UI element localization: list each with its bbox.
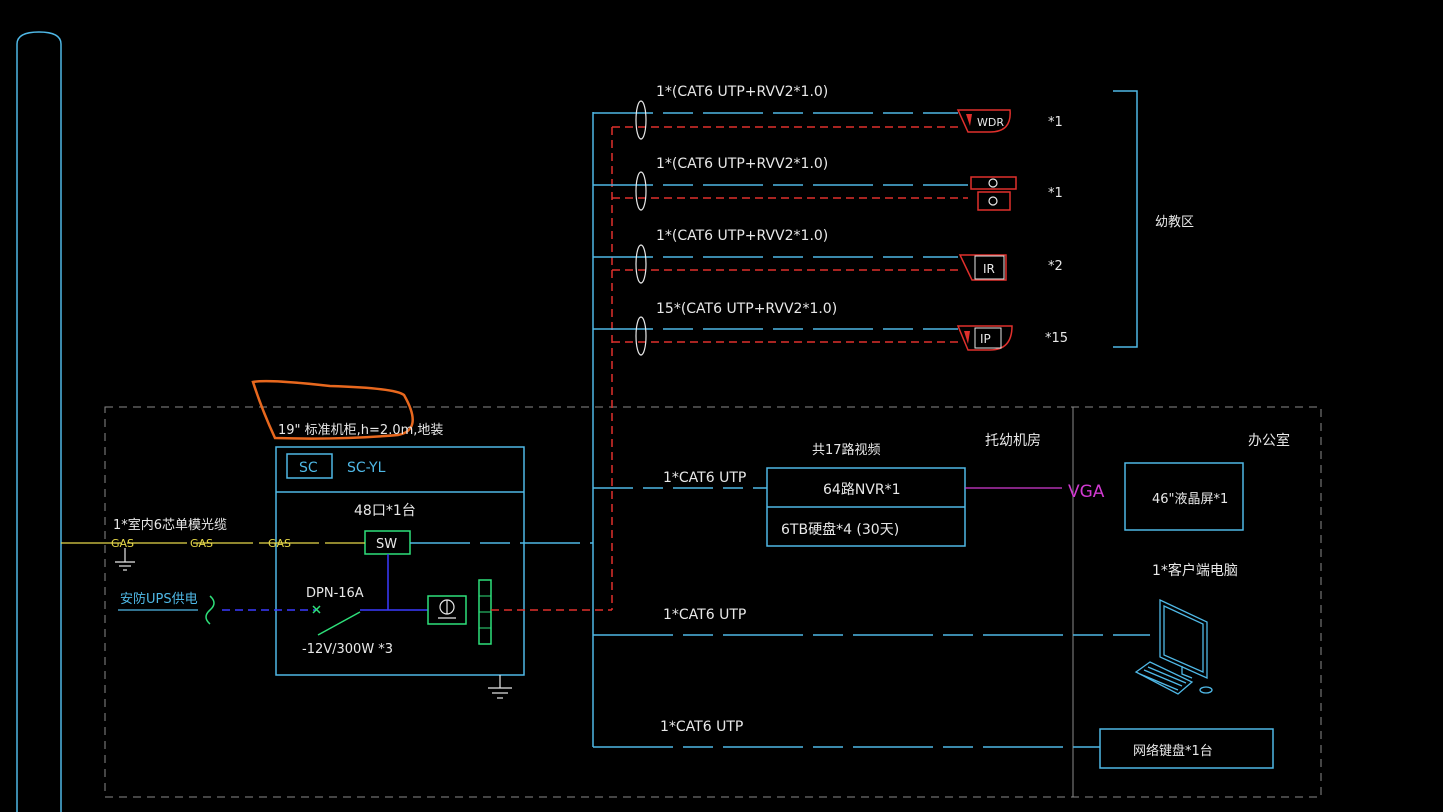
cable-label-ir: 1*(CAT6 UTP+RVV2*1.0) — [656, 228, 828, 244]
camera-row-ip — [593, 316, 958, 356]
gas-label-3: GAS — [268, 537, 291, 550]
camera-count-ir: *2 — [1048, 259, 1063, 274]
computer-icon — [1134, 598, 1213, 695]
sw-label: SW — [376, 537, 397, 552]
client-pc-label: 1*客户端电脑 — [1152, 562, 1238, 579]
ip-camera-icon — [956, 325, 1013, 351]
breaker-label: DPN-16A — [306, 586, 364, 601]
camera-count-dome: *1 — [1048, 186, 1063, 201]
psu-label: -12V/300W *3 — [302, 642, 393, 657]
ups-break-icon — [205, 595, 215, 625]
camera-row-ir — [593, 244, 958, 284]
cable-label-wdr: 1*(CAT6 UTP+RVV2*1.0) — [656, 84, 828, 100]
riser-pipe — [16, 31, 62, 812]
breaker-switch — [317, 611, 361, 636]
wdr-camera-icon — [956, 109, 1011, 133]
camera-count-wdr: *1 — [1048, 115, 1063, 130]
room-boundary — [104, 406, 1322, 798]
breaker-x-icon — [312, 605, 321, 614]
ground-symbol — [115, 548, 135, 571]
sc-box — [286, 453, 333, 479]
monitor-label: 46"液晶屏*1 — [1152, 492, 1228, 507]
sc-yl-label: SC-YL — [347, 460, 386, 476]
camera-row-dome — [593, 171, 968, 211]
highlight-mark — [251, 379, 414, 440]
cable-label-nvr: 1*CAT6 UTP — [663, 470, 746, 486]
cable-label-pc: 1*CAT6 UTP — [663, 607, 746, 623]
rack-title: 19" 标准机柜,h=2.0m,地装 — [278, 423, 443, 438]
monitor-box — [1124, 462, 1244, 531]
ports-label: 48口*1台 — [354, 503, 416, 519]
cable-label-ip: 15*(CAT6 UTP+RVV2*1.0) — [656, 301, 837, 317]
keyboard-label: 网络键盘*1台 — [1133, 743, 1213, 759]
fiber-label: 1*室内6芯单模光缆 — [113, 517, 227, 533]
camera-row-wdr — [593, 100, 958, 140]
camera-count-ip: *15 — [1045, 331, 1068, 346]
power-supply-icon — [427, 595, 467, 625]
zone-label: 幼教区 — [1155, 214, 1194, 230]
nvr-header: 共17路视频 — [812, 442, 881, 458]
ir-camera-icon — [958, 254, 1007, 281]
office-label: 办公室 — [1248, 432, 1290, 449]
sc-label: SC — [299, 460, 318, 476]
ups-label: 安防UPS供电 — [120, 591, 198, 607]
gas-label-1: GAS — [111, 537, 134, 550]
rack-box — [275, 446, 525, 676]
zone-bracket — [1113, 90, 1138, 348]
cable-label-keyboard: 1*CAT6 UTP — [660, 719, 743, 735]
nvr-name: 64路NVR*1 — [823, 482, 901, 498]
dome-camera-icon — [970, 176, 1017, 211]
cable-label-dome: 1*(CAT6 UTP+RVV2*1.0) — [656, 156, 828, 172]
vga-label: VGA — [1068, 482, 1105, 502]
nvr-disk: 6TB硬盘*4 (30天) — [781, 521, 899, 538]
camera-label-wdr: WDR — [977, 116, 1004, 129]
camera-label-ir: IR — [983, 262, 995, 276]
gas-label-2: GAS — [190, 537, 213, 550]
keyboard-box — [1099, 728, 1274, 769]
room-label: 托幼机房 — [985, 433, 1041, 449]
rack-ground-icon — [488, 675, 512, 699]
camera-label-ip: IP — [980, 332, 991, 346]
